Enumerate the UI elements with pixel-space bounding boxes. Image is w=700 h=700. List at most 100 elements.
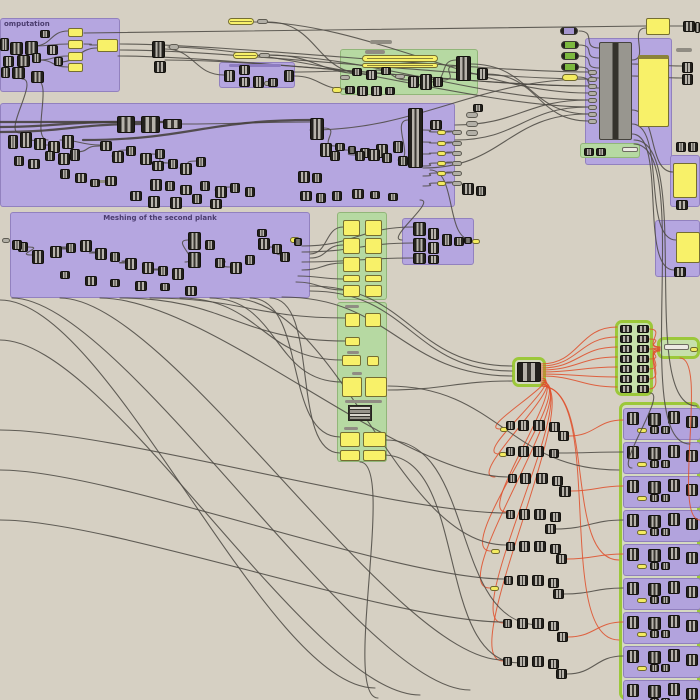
value-capsule[interactable]: [690, 347, 698, 352]
node[interactable]: [518, 446, 529, 457]
data-panel[interactable]: [676, 232, 700, 263]
node[interactable]: [668, 411, 680, 424]
node[interactable]: [408, 108, 423, 168]
node[interactable]: [536, 473, 548, 484]
node[interactable]: [517, 656, 528, 667]
node[interactable]: [62, 135, 74, 149]
node[interactable]: [100, 141, 112, 151]
value-capsule[interactable]: [437, 181, 446, 186]
node[interactable]: [627, 650, 639, 663]
node[interactable]: [205, 240, 215, 250]
node[interactable]: [239, 65, 250, 75]
node[interactable]: [66, 243, 76, 253]
node[interactable]: [442, 234, 452, 246]
node[interactable]: [477, 68, 488, 80]
node[interactable]: [428, 242, 439, 254]
node[interactable]: [661, 630, 670, 638]
node[interactable]: [650, 664, 659, 672]
node[interactable]: [534, 541, 546, 552]
node[interactable]: [637, 375, 649, 383]
value-capsule[interactable]: [340, 75, 350, 80]
node[interactable]: [150, 179, 162, 191]
node[interactable]: [627, 514, 639, 527]
node[interactable]: [215, 186, 227, 198]
node[interactable]: [650, 698, 659, 700]
node[interactable]: [168, 159, 178, 169]
value-capsule[interactable]: [437, 130, 446, 135]
node[interactable]: [686, 688, 698, 700]
node[interactable]: [668, 649, 680, 662]
data-panel[interactable]: [646, 18, 670, 35]
data-panel[interactable]: [342, 355, 361, 366]
node[interactable]: [381, 67, 391, 75]
node[interactable]: [504, 576, 513, 585]
node[interactable]: [420, 74, 432, 90]
node[interactable]: [682, 74, 693, 85]
node[interactable]: [627, 616, 639, 629]
node[interactable]: [688, 142, 698, 152]
node[interactable]: [650, 562, 659, 570]
node[interactable]: [17, 55, 30, 67]
node[interactable]: [534, 509, 546, 520]
node[interactable]: [428, 255, 439, 264]
node[interactable]: [650, 494, 659, 502]
node[interactable]: [548, 659, 559, 669]
node[interactable]: [637, 335, 649, 343]
node[interactable]: [215, 258, 225, 268]
node[interactable]: [637, 385, 649, 393]
node[interactable]: [58, 153, 70, 165]
value-capsule[interactable]: [562, 74, 578, 81]
node[interactable]: [60, 271, 70, 279]
node[interactable]: [464, 237, 472, 244]
node[interactable]: [661, 596, 670, 604]
node[interactable]: [682, 62, 693, 73]
node[interactable]: [54, 57, 63, 66]
node[interactable]: [370, 191, 380, 199]
node[interactable]: [650, 460, 659, 468]
node[interactable]: [462, 183, 474, 195]
node[interactable]: [25, 41, 38, 55]
node[interactable]: [355, 151, 365, 161]
node[interactable]: [200, 181, 210, 191]
node[interactable]: [686, 518, 698, 530]
node[interactable]: [230, 262, 242, 274]
value-capsule[interactable]: [452, 141, 462, 146]
value-capsule[interactable]: [588, 105, 597, 110]
node[interactable]: [661, 664, 670, 672]
data-panel[interactable]: [365, 377, 387, 397]
node[interactable]: [105, 176, 117, 186]
value-capsule[interactable]: [437, 141, 446, 146]
node[interactable]: [85, 276, 97, 286]
node[interactable]: [148, 196, 160, 208]
value-capsule[interactable]: [637, 530, 647, 535]
value-capsule[interactable]: [472, 239, 480, 244]
value-capsule[interactable]: [466, 130, 478, 136]
node[interactable]: [352, 68, 362, 76]
node[interactable]: [366, 70, 377, 80]
node[interactable]: [650, 426, 659, 434]
node[interactable]: [648, 651, 661, 664]
value-capsule[interactable]: [437, 161, 446, 166]
node[interactable]: [60, 169, 70, 179]
node[interactable]: [503, 619, 512, 628]
data-panel[interactable]: [340, 450, 360, 461]
toggle-capsule[interactable]: [561, 52, 579, 60]
node[interactable]: [430, 120, 442, 130]
node[interactable]: [517, 362, 541, 382]
node[interactable]: [45, 151, 55, 161]
data-panel[interactable]: [367, 356, 379, 366]
node[interactable]: [558, 431, 569, 441]
node[interactable]: [210, 199, 222, 209]
node[interactable]: [503, 657, 512, 666]
value-capsule[interactable]: [452, 161, 462, 166]
node[interactable]: [620, 385, 632, 393]
data-panel[interactable]: [343, 238, 360, 254]
value-capsule[interactable]: [437, 171, 446, 176]
node[interactable]: [520, 473, 531, 484]
node[interactable]: [456, 56, 471, 81]
node[interactable]: [371, 86, 382, 96]
value-capsule[interactable]: [637, 462, 647, 467]
node[interactable]: [686, 416, 698, 428]
value-capsule[interactable]: [2, 238, 10, 243]
node[interactable]: [532, 618, 544, 629]
